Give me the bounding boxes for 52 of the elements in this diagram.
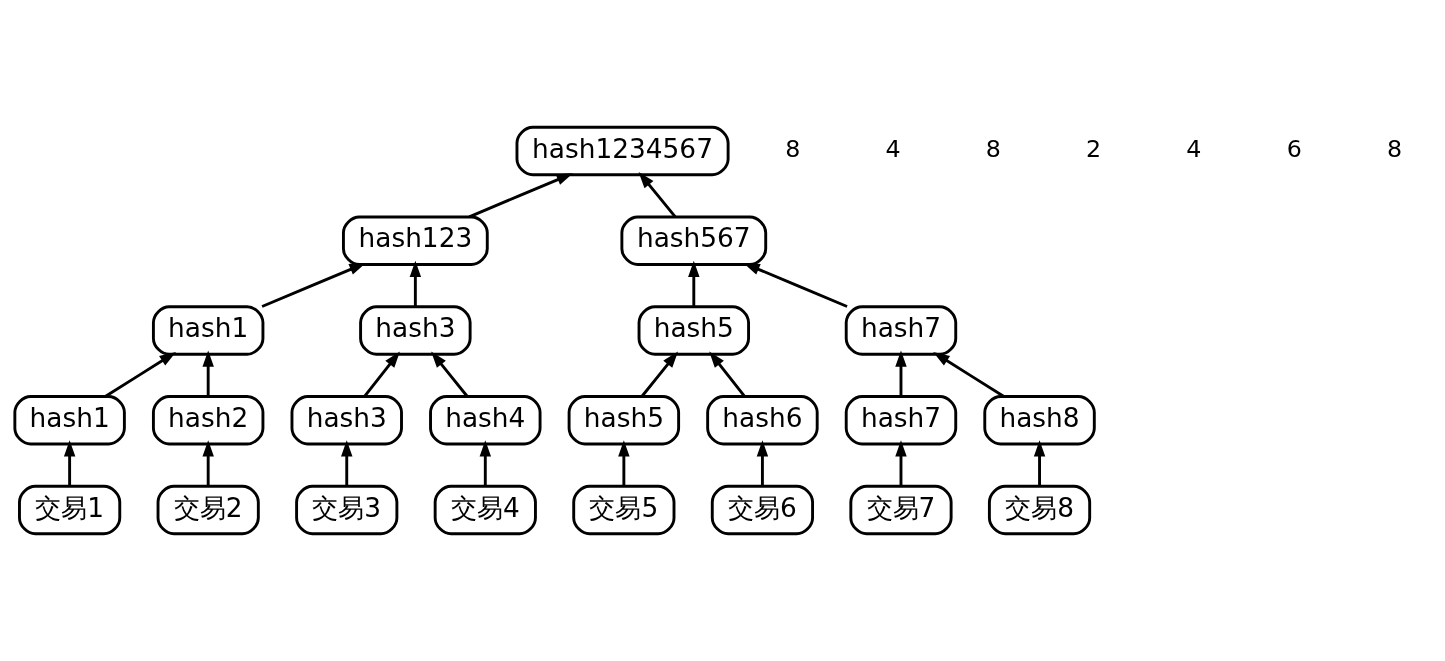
node-box: hash2 [151, 395, 265, 446]
node-box: 交易2 [156, 484, 260, 536]
arrow [202, 440, 214, 486]
node-box: hash1234567 [515, 125, 730, 177]
node-box: hash6 [706, 395, 819, 446]
arrow [641, 351, 679, 397]
arrow [709, 351, 746, 397]
arrow [468, 173, 573, 219]
node-box: 交易8 [987, 484, 1092, 536]
label: 4 [1186, 134, 1202, 163]
node-box: 交易7 [849, 484, 953, 536]
label: 8 [785, 134, 801, 163]
node-box: hash567 [620, 215, 768, 266]
node-box: hash7 [844, 305, 958, 356]
arrow [688, 260, 700, 307]
node-box: hash1 [151, 305, 265, 356]
arrow [1033, 440, 1046, 486]
arrow [895, 440, 907, 486]
arrow [638, 172, 677, 218]
label: 6 [1286, 134, 1302, 163]
node-box: 交易3 [295, 484, 399, 536]
arrow [104, 352, 177, 398]
node-box: 交易4 [433, 484, 537, 536]
node-box: hash4 [429, 395, 542, 446]
label: 8 [985, 134, 1001, 163]
node-box: hash7 [844, 395, 958, 446]
label: 2 [1086, 134, 1102, 163]
node-box: hash5 [567, 395, 681, 446]
node-box: hash5 [637, 305, 750, 356]
arrow [202, 350, 214, 397]
arrow [431, 351, 469, 397]
arrow [933, 352, 1005, 398]
node-box: hash1 [13, 395, 126, 446]
arrow [409, 260, 422, 307]
node-box: 交易1 [18, 484, 122, 536]
arrow [341, 440, 353, 486]
node-box: 交易6 [710, 484, 814, 536]
arrow [63, 440, 76, 486]
arrow [479, 440, 492, 486]
node-box: hash3 [290, 395, 403, 446]
label: 8 [1386, 134, 1403, 163]
arrow [895, 350, 907, 397]
arrow [261, 262, 366, 308]
arrow [618, 440, 630, 486]
arrow [743, 262, 848, 308]
node-box: hash8 [983, 395, 1096, 446]
arrow [756, 440, 769, 486]
node-box: hash123 [342, 215, 489, 266]
arrow [363, 351, 400, 397]
node-box: 交易5 [572, 484, 676, 536]
node-box: hash3 [359, 305, 472, 356]
label: 4 [885, 134, 901, 163]
